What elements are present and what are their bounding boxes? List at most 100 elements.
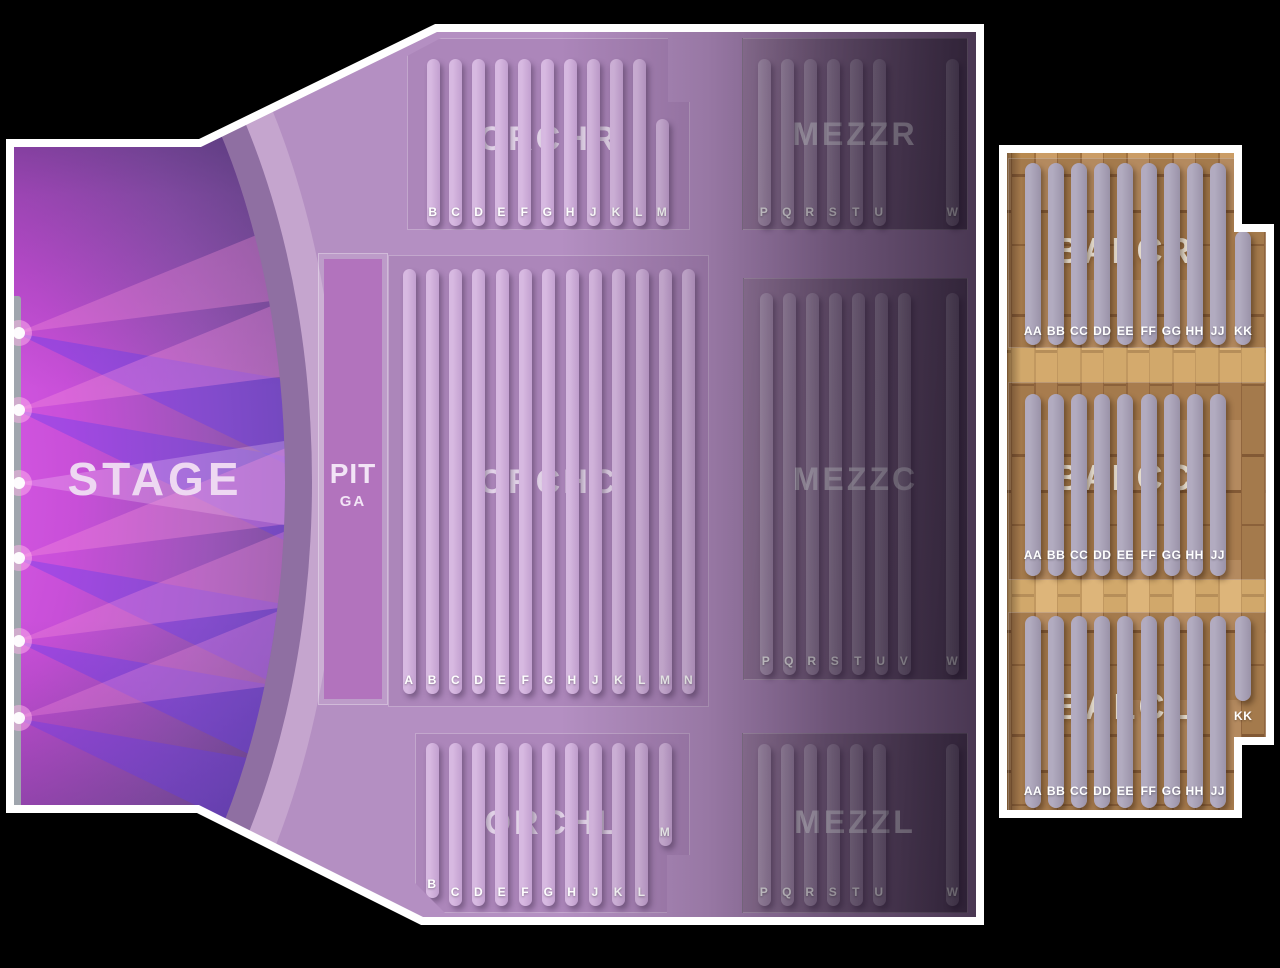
seat-row-T[interactable]: T: [851, 293, 865, 675]
row-label: U: [876, 654, 886, 668]
seat-row-W[interactable]: W: [946, 744, 960, 906]
seat-row-J[interactable]: J: [586, 59, 600, 226]
seat-row-H[interactable]: H: [565, 269, 579, 694]
seat-row-W[interactable]: W: [946, 59, 960, 226]
seat-row-U[interactable]: U: [872, 59, 886, 226]
seat-row-F[interactable]: F: [519, 269, 532, 694]
seat-row-CC[interactable]: CC: [1070, 616, 1088, 808]
row-label: CC: [1070, 548, 1089, 562]
seat-row-Q[interactable]: Q: [780, 744, 794, 906]
seat-row-C[interactable]: C: [448, 743, 462, 906]
seat-row-D[interactable]: D: [472, 269, 486, 694]
seat-row-C[interactable]: C: [449, 269, 463, 694]
seat-row-GG[interactable]: GG: [1162, 394, 1181, 576]
seat-row-H[interactable]: H: [563, 59, 577, 226]
seat-row-P[interactable]: P: [757, 744, 771, 906]
seat-row-FF[interactable]: FF: [1140, 616, 1157, 808]
seat-row-B[interactable]: B: [425, 269, 439, 694]
seat-row-P[interactable]: P: [757, 59, 771, 226]
seat-row-R[interactable]: R: [803, 59, 817, 226]
seat-row-JJ[interactable]: JJ: [1209, 616, 1226, 808]
seat-row-D[interactable]: D: [472, 743, 486, 906]
seat-row-R[interactable]: R: [805, 293, 819, 675]
seat-row-DD[interactable]: DD: [1093, 616, 1111, 808]
seat-row-M[interactable]: M: [658, 743, 672, 846]
seat-row-G[interactable]: G: [542, 269, 556, 694]
seat-row-KK[interactable]: KK: [1234, 231, 1252, 345]
row-label: DD: [1093, 548, 1112, 562]
seat-row-FF[interactable]: FF: [1140, 394, 1157, 576]
seat-row-E[interactable]: E: [495, 743, 509, 906]
seat-row-AA[interactable]: AA: [1024, 616, 1042, 808]
seat-row-AA[interactable]: AA: [1024, 163, 1042, 345]
seat-row-GG[interactable]: GG: [1162, 163, 1181, 345]
seat-row-G[interactable]: G: [542, 743, 555, 906]
seat-row-L[interactable]: L: [635, 269, 649, 694]
seat-row-BB[interactable]: BB: [1047, 616, 1065, 808]
seat-row-KK[interactable]: KK: [1234, 616, 1252, 723]
seat-row-JJ[interactable]: JJ: [1209, 394, 1226, 576]
seat-row-L[interactable]: L: [632, 59, 646, 226]
seat-row-K[interactable]: K: [611, 743, 625, 906]
seat-row-F[interactable]: F: [518, 59, 532, 226]
seat-row-Q[interactable]: Q: [782, 293, 796, 675]
seat-row-J[interactable]: J: [588, 269, 602, 694]
seat-row-U[interactable]: U: [872, 744, 886, 906]
seat-row-EE[interactable]: EE: [1117, 616, 1133, 808]
seat-row-G[interactable]: G: [541, 59, 554, 226]
seat-row-HH[interactable]: HH: [1186, 163, 1203, 345]
seat-row-B[interactable]: B: [425, 743, 439, 898]
seat-row-DD[interactable]: DD: [1093, 163, 1111, 345]
seat-row-R[interactable]: R: [803, 744, 817, 906]
seat-row-A[interactable]: A: [402, 269, 416, 694]
seat-row-V[interactable]: V: [897, 293, 911, 675]
seat-row-E[interactable]: E: [495, 59, 509, 226]
seat-row-C[interactable]: C: [449, 59, 463, 226]
seat-row-HH[interactable]: HH: [1186, 616, 1203, 808]
seat-row-FF[interactable]: FF: [1140, 163, 1157, 345]
seat-row-J[interactable]: J: [588, 743, 602, 906]
seat-row-P[interactable]: P: [759, 293, 773, 675]
seat-row-B[interactable]: B: [426, 59, 440, 226]
seat-row-S[interactable]: S: [826, 744, 840, 906]
seat-row-K[interactable]: K: [609, 59, 623, 226]
seat-row-E[interactable]: E: [495, 269, 509, 694]
seat-row-EE[interactable]: EE: [1117, 163, 1133, 345]
seat-row-Q[interactable]: Q: [780, 59, 794, 226]
seat-row-N[interactable]: N: [682, 269, 696, 694]
seat-row-U[interactable]: U: [874, 293, 888, 675]
seat-row-M[interactable]: M: [655, 119, 669, 226]
seat-row-EE[interactable]: EE: [1117, 394, 1133, 576]
row-label: Q: [784, 654, 794, 668]
seat-row-M[interactable]: M: [658, 269, 672, 694]
seat-row-CC[interactable]: CC: [1070, 394, 1089, 576]
seat-row-T[interactable]: T: [849, 59, 863, 226]
seat-row-S[interactable]: S: [828, 293, 842, 675]
seat-row-T[interactable]: T: [849, 744, 863, 906]
seat-row-DD[interactable]: DD: [1093, 394, 1112, 576]
seat-row-D[interactable]: D: [472, 59, 486, 226]
seat-row-AA[interactable]: AA: [1024, 394, 1042, 576]
seat-row-L[interactable]: L: [635, 743, 649, 906]
seat-row-F[interactable]: F: [518, 743, 532, 906]
section-pit[interactable]: PIT GA: [318, 253, 388, 705]
seat-row-BB[interactable]: BB: [1047, 394, 1065, 576]
seat-row-HH[interactable]: HH: [1186, 394, 1203, 576]
seat-row-K[interactable]: K: [612, 269, 626, 694]
seat-row-BB[interactable]: BB: [1047, 163, 1065, 345]
seat-row-CC[interactable]: CC: [1070, 163, 1088, 345]
seat-row-GG[interactable]: GG: [1162, 616, 1181, 808]
seat-row-H[interactable]: H: [565, 743, 579, 906]
seat-row-JJ[interactable]: JJ: [1209, 163, 1226, 345]
seat-row-W[interactable]: W: [945, 293, 959, 675]
seat-row-S[interactable]: S: [826, 59, 840, 226]
